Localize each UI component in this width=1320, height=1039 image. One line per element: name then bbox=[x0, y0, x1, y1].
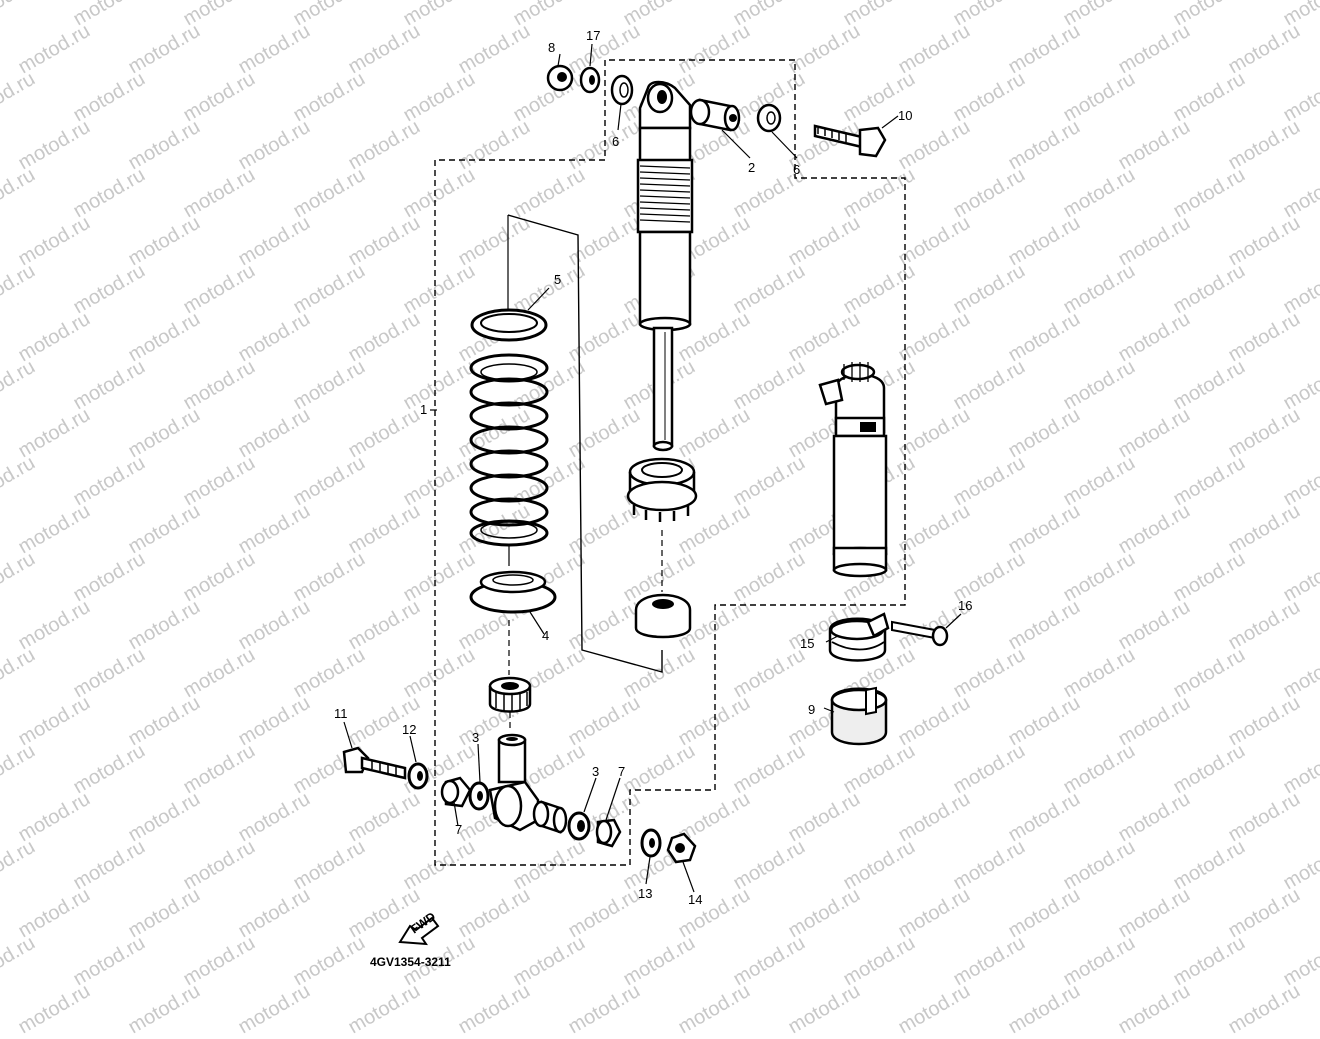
reservoir-tank bbox=[818, 362, 888, 578]
part-9-rubber-sleeve bbox=[830, 686, 888, 746]
part-2-bushing bbox=[689, 98, 741, 132]
lower-mount-eye bbox=[488, 733, 540, 832]
lower-locknut bbox=[488, 676, 532, 713]
callout-10: 10 bbox=[898, 108, 912, 123]
part-6-collar-left bbox=[610, 74, 634, 106]
assembly-boundary bbox=[434, 59, 906, 866]
part-10-bolt bbox=[813, 124, 887, 158]
callout-8: 8 bbox=[548, 40, 555, 55]
lower-bushing bbox=[532, 800, 568, 834]
callout-2: 2 bbox=[748, 160, 755, 175]
part-7-collar-right bbox=[595, 818, 622, 848]
bump-stop bbox=[634, 593, 692, 639]
callout-7-right: 7 bbox=[618, 764, 625, 779]
callout-labels: 8 17 6 2 6 10 5 1 4 11 12 3 7 3 7 13 14 … bbox=[334, 28, 972, 907]
spring-group-frame bbox=[507, 214, 663, 673]
part-3-oil-seal-right bbox=[567, 811, 591, 841]
callout-11: 11 bbox=[334, 706, 348, 721]
callout-7-left: 7 bbox=[455, 822, 462, 837]
callout-6-right: 6 bbox=[793, 162, 800, 177]
callout-9: 9 bbox=[808, 702, 815, 717]
part-8-nut bbox=[546, 64, 574, 92]
part-12-washer bbox=[407, 762, 429, 790]
part-7-collar-left bbox=[440, 776, 472, 808]
exploded-diagram: 8 17 6 2 6 10 5 1 4 11 12 3 7 3 7 13 14 … bbox=[334, 28, 972, 969]
leader-lines bbox=[343, 43, 962, 893]
callout-12: 12 bbox=[402, 722, 416, 737]
part-11-bolt bbox=[342, 746, 407, 780]
callout-6-left: 6 bbox=[612, 134, 619, 149]
callout-13: 13 bbox=[638, 886, 652, 901]
part-3-oil-seal-left bbox=[468, 781, 490, 811]
callout-4: 4 bbox=[542, 628, 549, 643]
coil-spring bbox=[469, 353, 549, 547]
drawing-code: 4GV1354-3211 bbox=[370, 955, 451, 969]
part-13-washer bbox=[640, 828, 662, 858]
callout-1: 1 bbox=[420, 402, 427, 417]
part-6-collar-right bbox=[756, 103, 782, 133]
callout-14: 14 bbox=[688, 892, 702, 907]
callout-5: 5 bbox=[554, 272, 561, 287]
part-15-band bbox=[828, 612, 890, 662]
fwd-arrow-icon: FWD bbox=[398, 909, 440, 946]
part-16-screw bbox=[891, 620, 949, 647]
shock-absorber-body bbox=[636, 80, 694, 452]
callout-15: 15 bbox=[800, 636, 814, 651]
part-5-spring-guide bbox=[470, 308, 548, 342]
part-4-spring-seat bbox=[469, 570, 557, 614]
callout-17: 17 bbox=[586, 28, 600, 43]
callout-3-left: 3 bbox=[472, 730, 479, 745]
callout-16: 16 bbox=[958, 598, 972, 613]
part-14-nut bbox=[666, 832, 697, 864]
part-17-washer bbox=[579, 66, 601, 94]
callout-3-right: 3 bbox=[592, 764, 599, 779]
spring-adjuster-nuts bbox=[626, 457, 698, 522]
